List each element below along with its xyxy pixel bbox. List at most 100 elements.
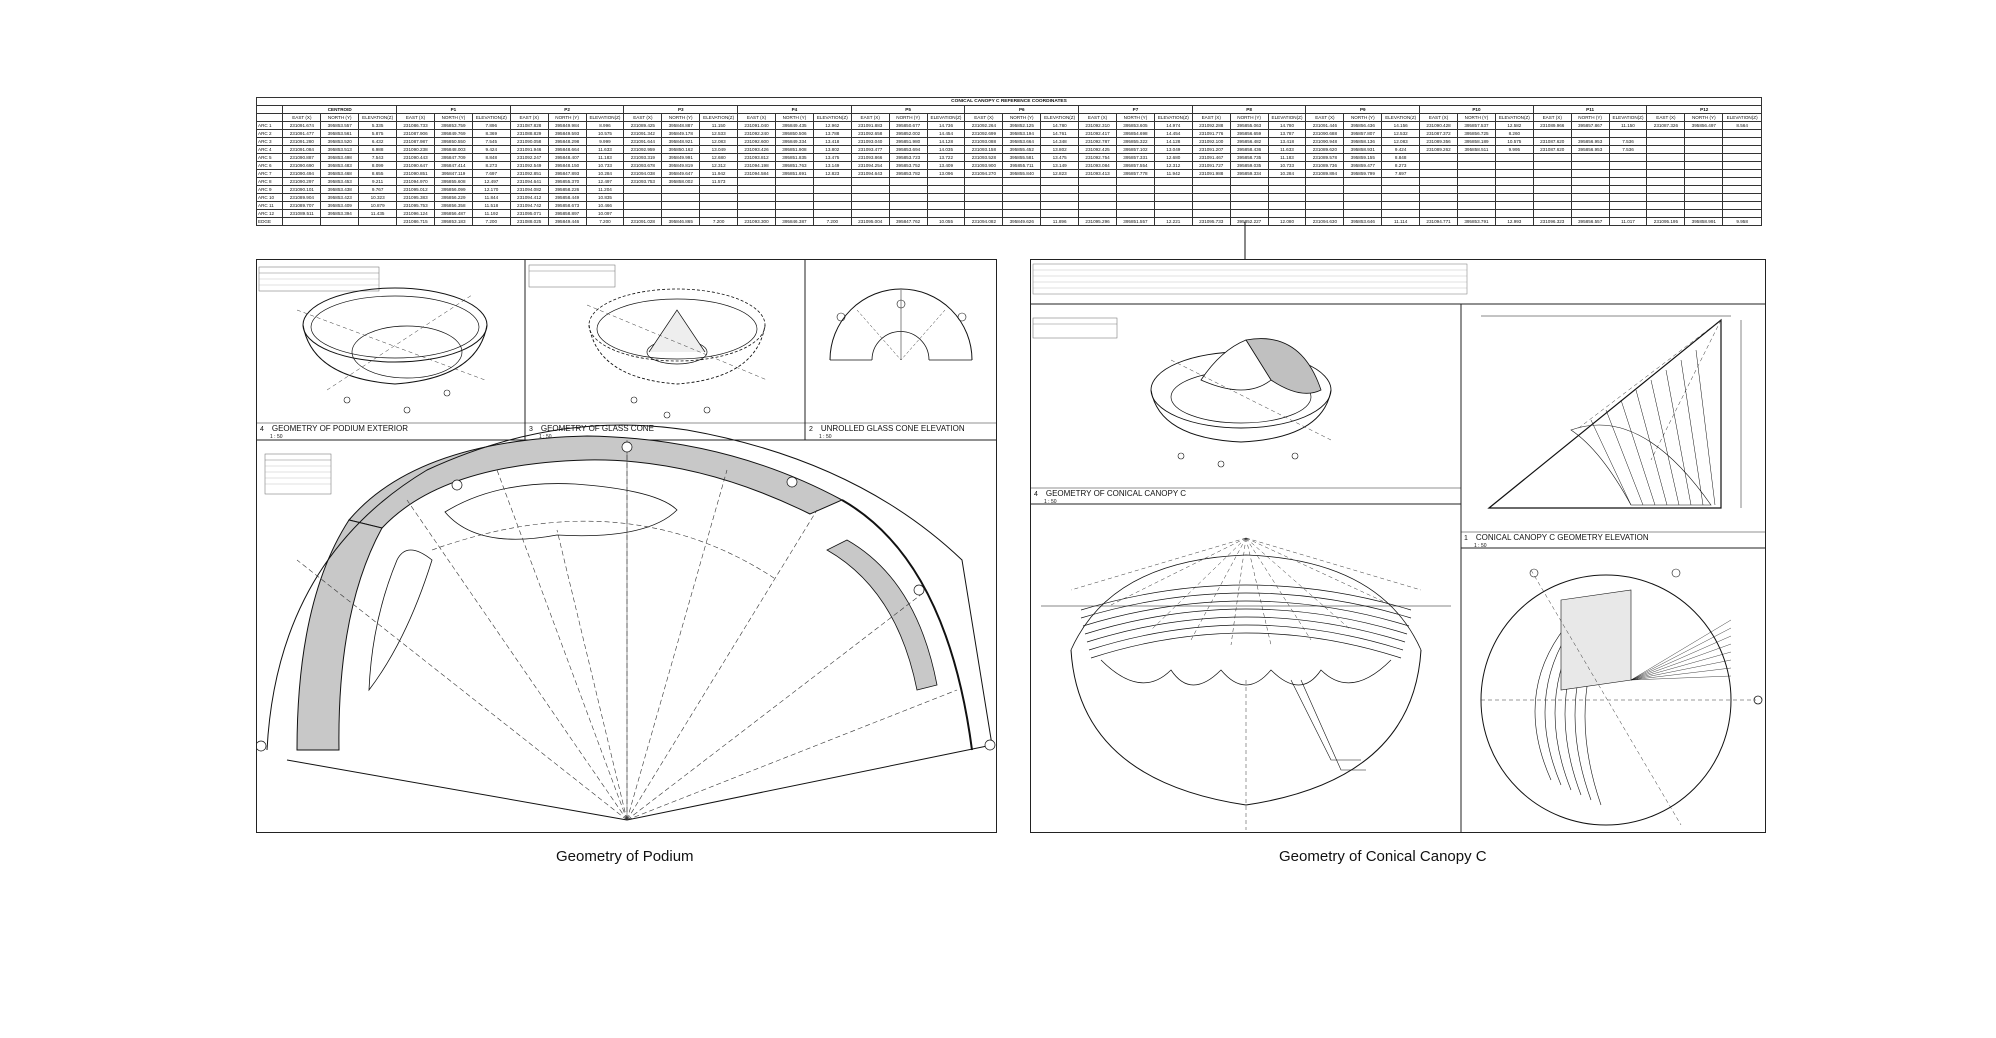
table-cell <box>1722 177 1762 186</box>
table-cell: 231087.326 <box>1646 121 1686 130</box>
table-cell: 395859.035 <box>1229 161 1269 170</box>
table-cell <box>623 193 663 202</box>
table-group-header: P12 <box>1646 105 1762 114</box>
table-cell: 395856.725 <box>1457 129 1496 138</box>
table-cell: 14.156 <box>1381 121 1421 130</box>
table-cell <box>1532 201 1572 210</box>
table-cell <box>1570 129 1610 138</box>
table-cell <box>1570 209 1610 218</box>
table-cell <box>1722 153 1762 162</box>
table-cell: 231091.477 <box>282 129 322 138</box>
table-cell: 12.533 <box>699 129 739 138</box>
table-cell <box>964 185 1004 194</box>
table-cell <box>699 185 739 194</box>
table-cell: 8.848 <box>1381 153 1421 162</box>
table-cell <box>699 193 739 202</box>
table-cell <box>1684 201 1724 210</box>
table-cell: 14.128 <box>1153 137 1193 146</box>
table-cell: 8.273 <box>1381 161 1421 170</box>
table-cell: 395851.908 <box>774 145 814 154</box>
table-cell: 231091.342 <box>623 129 663 138</box>
table-cell <box>1002 201 1042 210</box>
table-column-header: ELEVATION(Z) <box>1494 113 1534 122</box>
table-cell: 395850.506 <box>774 129 814 138</box>
table-cell: 395859.799 <box>1343 169 1383 178</box>
table-cell: 14.761 <box>1040 129 1080 138</box>
table-cell: 231089.356 <box>1419 137 1459 146</box>
table-cell: 231092.787 <box>1078 137 1117 146</box>
table-cell <box>1608 185 1648 194</box>
table-cell <box>282 217 322 226</box>
table-cell <box>1570 201 1610 210</box>
table-cell <box>1267 201 1307 210</box>
table-cell: 5.875 <box>358 129 398 138</box>
table-cell: 7.543 <box>358 153 398 162</box>
table-cell <box>1191 193 1231 202</box>
table-cell: 231089.894 <box>1305 169 1345 178</box>
table-cell: 13.049 <box>699 145 739 154</box>
table-cell: 11.192 <box>471 209 511 218</box>
table-cell: 231093.088 <box>964 137 1004 146</box>
table-cell <box>1722 137 1762 146</box>
canopy-caption: Geometry of Conical Canopy C <box>1279 848 1487 865</box>
table-cell: 10.466 <box>585 201 625 210</box>
table-cell: 14.348 <box>1040 137 1080 146</box>
table-column-header: EAST (X) <box>964 113 1004 122</box>
table-column-header: NORTH (Y) <box>1570 113 1610 122</box>
table-cell: 395847.709 <box>433 153 473 162</box>
table-cell <box>1078 201 1117 210</box>
table-cell <box>1419 201 1459 210</box>
table-cell: 13.722 <box>926 153 966 162</box>
table-cell <box>661 209 701 218</box>
table-cell <box>1305 201 1345 210</box>
table-cell <box>358 217 398 226</box>
table-cell <box>661 185 701 194</box>
table-cell: 395858.673 <box>547 201 587 210</box>
table-cell <box>1267 177 1307 186</box>
table-cell: 395846.387 <box>774 217 814 226</box>
table-cell: 231092.754 <box>1078 153 1117 162</box>
table-cell: 395849.593 <box>547 129 587 138</box>
table-column-header: ELEVATION(Z) <box>1381 113 1421 122</box>
table-cell: 13.149 <box>812 161 852 170</box>
table-cell <box>1570 153 1610 162</box>
table-column-header: NORTH (Y) <box>1116 113 1155 122</box>
table-cell: 231095.383 <box>396 193 435 202</box>
table-cell: 231091.946 <box>509 145 549 154</box>
table-column-header: EAST (X) <box>1646 113 1686 122</box>
table-cell: 10.733 <box>585 161 625 170</box>
table-cell <box>1116 185 1155 194</box>
table-cell: 12.993 <box>1494 217 1534 226</box>
table-cell: 395849.626 <box>1002 217 1042 226</box>
table-cell: 395853.646 <box>1343 217 1383 226</box>
table-cell: 231094.970 <box>396 177 435 186</box>
table-cell: 395856.953 <box>1570 137 1610 146</box>
table-cell <box>1191 209 1231 218</box>
table-cell <box>774 201 814 210</box>
table-cell: 231094.641 <box>509 177 549 186</box>
table-cell: 395855.322 <box>1116 137 1155 146</box>
table-cell: 395848.887 <box>661 121 701 130</box>
table-cell: 11.518 <box>471 201 511 210</box>
table-cell: 395849.178 <box>661 129 701 138</box>
table-column-header: NORTH (Y) <box>888 113 928 122</box>
table-cell <box>888 193 928 202</box>
table-cell: 11.114 <box>1381 217 1421 226</box>
table-cell: 11.633 <box>585 145 625 154</box>
table-cell: 231093.300 <box>737 217 776 226</box>
table-cell <box>1494 185 1534 194</box>
table-cell <box>964 193 1004 202</box>
table-cell: 9.999 <box>585 137 625 146</box>
table-cell: 395856.557 <box>1570 217 1610 226</box>
table-cell: 7.200 <box>812 217 852 226</box>
table-cell: 7.896 <box>471 121 511 130</box>
table-cell: 395851.691 <box>774 169 814 178</box>
table-cell: 395855.452 <box>1002 145 1042 154</box>
table-cell: 7.200 <box>585 217 625 226</box>
table-cell: 10.284 <box>585 169 625 178</box>
table-cell: 9.958 <box>1722 217 1762 226</box>
table-cell <box>1722 209 1762 218</box>
table-cell: 395853.438 <box>320 185 360 194</box>
